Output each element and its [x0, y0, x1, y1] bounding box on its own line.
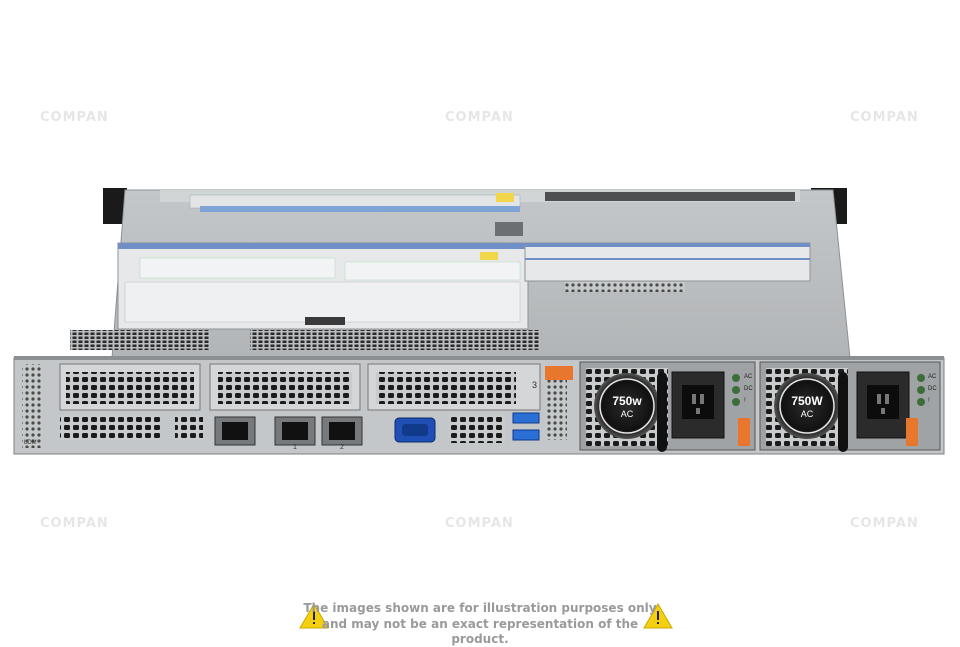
psu-led-label: DC — [928, 386, 937, 392]
bay-number: 3 — [532, 380, 538, 390]
psu-led-label: ! — [928, 398, 930, 404]
disclaimer-line-2: and may not be an exact representation o… — [321, 617, 639, 646]
watermark: COMPAN — [40, 516, 109, 531]
psu-handle-2 — [838, 372, 848, 452]
psu-wattage-label: 750W — [791, 394, 823, 408]
warning-icon — [299, 603, 329, 629]
watermark: COMPAN — [850, 516, 919, 531]
usb-port — [512, 412, 540, 424]
ldm-label: LDM — [24, 440, 37, 446]
psu-ac-label: AC — [800, 409, 814, 419]
disclaimer-line-1: The images shown are for illustration pu… — [303, 601, 657, 615]
usb-port — [512, 429, 540, 441]
psu-led-label: ! — [744, 398, 746, 404]
port-number: 2 — [340, 444, 344, 451]
watermark: COMPAN — [445, 516, 514, 531]
watermark: COMPAN — [445, 110, 514, 125]
release-tab — [545, 366, 573, 380]
port-number: 1 — [293, 444, 297, 451]
psu-handle-1 — [657, 372, 667, 452]
watermark: COMPAN — [40, 110, 109, 125]
psu-ac-label: AC — [620, 409, 634, 419]
psu-wattage-label: 750w — [612, 394, 642, 408]
watermark: COMPAN — [850, 110, 919, 125]
psu-led-label: AC — [744, 374, 753, 380]
psu-led-label: AC — [928, 374, 937, 380]
warning-icon — [643, 603, 673, 629]
psu-led-label: DC — [744, 386, 753, 392]
